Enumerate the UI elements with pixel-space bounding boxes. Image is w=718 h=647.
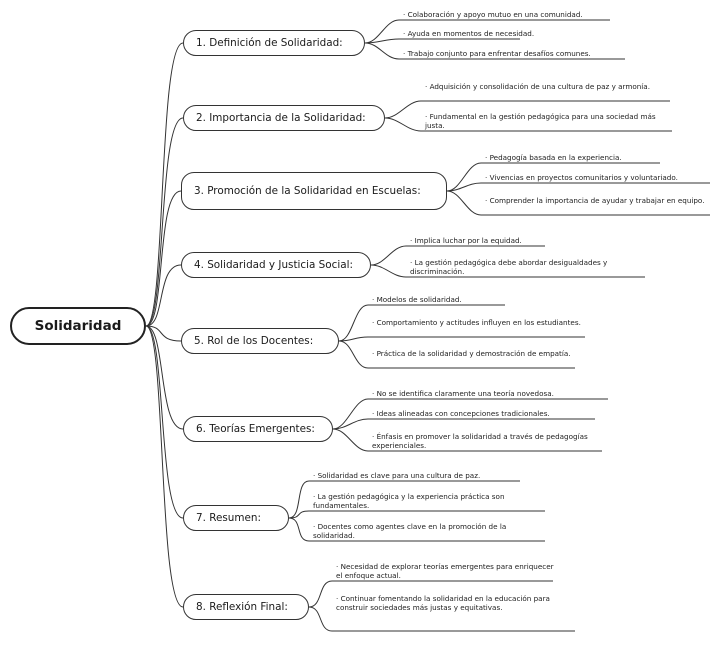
leaf-connector [332,428,602,452]
leaf-text: · Comprender la importancia de ayudar y … [485,196,705,205]
root-connector [145,117,184,327]
leaf-connector [446,162,660,192]
leaf-text: · Continuar fomentando la solidaridad en… [336,594,550,613]
leaf-text: · Docentes como agentes clave en la prom… [313,522,507,541]
leaf-connector [308,606,575,632]
leaf-connector [364,19,610,44]
leaf-text: · Solidaridad es clave para una cultura … [313,471,481,480]
branch-node-reflexion[interactable]: 8. Reflexión Final: [183,594,309,620]
leaf-connector [288,517,545,542]
branch-node-promocion[interactable]: 3. Promoción de la Solidaridad en Escuel… [181,172,447,210]
root-connector [145,190,182,327]
leaf-text: · Práctica de la solidaridad y demostrac… [372,349,571,358]
root-connector [145,325,184,608]
branch-node-importancia[interactable]: 2. Importancia de la Solidaridad: [183,105,385,131]
root-connector [145,325,182,342]
leaf-connector [446,190,710,216]
leaf-text: · Modelos de solidaridad. [372,295,462,304]
leaf-text: · La gestión pedagógica debe abordar des… [410,258,608,277]
leaf-text: · Trabajo conjunto para enfrentar desafí… [403,49,591,58]
branch-node-docentes[interactable]: 5. Rol de los Docentes: [181,328,339,354]
leaf-connector [364,42,625,60]
leaf-connector [384,117,672,132]
root-connector [145,325,184,430]
leaf-connector [338,304,505,342]
leaf-connector [332,418,595,430]
leaf-text: · Pedagogía basada en la experiencia. [485,153,622,162]
leaf-text: · Necesidad de explorar teorías emergent… [336,562,554,581]
root-connector [145,325,184,519]
leaf-connector [288,510,545,519]
leaf-connector [446,182,710,192]
leaf-connector [308,580,553,608]
leaf-connector [370,245,545,266]
leaf-text: · La gestión pedagógica y la experiencia… [313,492,505,511]
leaf-connector [288,480,520,519]
leaf-text: · No se identifica claramente una teoría… [372,389,554,398]
root-connector [145,264,182,327]
leaf-connector [384,100,670,119]
leaf-connector [338,340,575,369]
leaf-text: · Implica luchar por la equidad. [410,236,522,245]
leaf-connector [370,264,645,278]
branch-node-justicia[interactable]: 4. Solidaridad y Justicia Social: [181,252,371,278]
leaf-text: · Comportamiento y actitudes influyen en… [372,318,581,327]
leaf-text: · Fundamental en la gestión pedagógica p… [425,112,656,131]
branch-node-teorias[interactable]: 6. Teorías Emergentes: [183,416,333,442]
leaf-text: · Ayuda en momentos de necesidad. [403,29,535,38]
leaf-text: · Vivencias en proyectos comunitarios y … [485,173,678,182]
branch-node-resumen[interactable]: 7. Resumen: [183,505,289,531]
leaf-text: · Adquisición y consolidación de una cul… [425,82,650,91]
leaf-text: · Ideas alineadas con concepciones tradi… [372,409,550,418]
leaf-connector [338,336,585,342]
root-node[interactable]: Solidaridad [10,307,146,345]
leaf-text: · Colaboración y apoyo mutuo en una comu… [403,10,583,19]
leaf-text: · Énfasis en promover la solidaridad a t… [372,432,588,451]
leaf-connector [332,398,608,430]
branch-node-definicion[interactable]: 1. Definición de Solidaridad: [183,30,365,56]
root-connector [145,42,184,327]
leaf-connector [364,38,520,44]
